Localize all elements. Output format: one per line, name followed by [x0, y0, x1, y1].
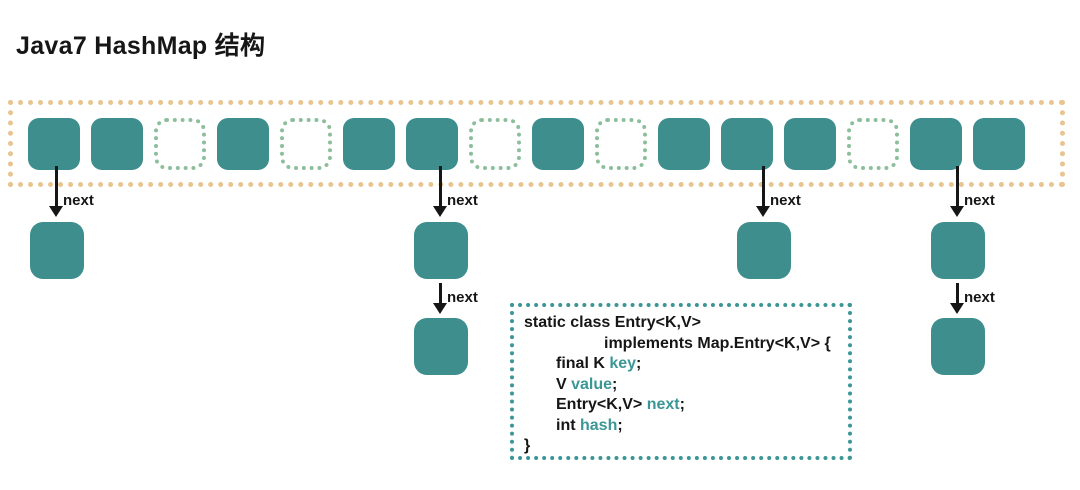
bucket-9-filled [532, 117, 584, 170]
code-line-4: V value; [524, 375, 840, 396]
bucket-15-filled [910, 117, 962, 170]
code-field-name: key [609, 355, 637, 372]
code-text: static class Entry<K,V> [524, 314, 701, 331]
code-text: implements Map.Entry<K,V> { [604, 334, 831, 352]
code-line-5: Entry<K,V> next; [524, 395, 840, 416]
bucket-14-empty [847, 117, 899, 170]
entry-node-bucket-12-level-1 [737, 222, 791, 279]
entry-node-bucket-1-level-1 [30, 222, 84, 279]
bucket-2-filled [91, 117, 143, 170]
code-text: ; [636, 355, 642, 372]
bucket-16-filled [973, 117, 1025, 170]
code-text: final K [556, 355, 610, 372]
next-label: next [447, 289, 478, 306]
bucket-5-empty [280, 117, 332, 170]
next-label: next [63, 192, 94, 209]
entry-node-bucket-7-level-2 [414, 318, 468, 375]
next-arrow-line [439, 166, 442, 207]
hashmap-bucket-array [8, 100, 1065, 187]
bucket-13-filled [784, 117, 836, 170]
next-arrow-icon [433, 206, 447, 217]
code-line-1: static class Entry<K,V> [524, 313, 840, 334]
code-text: ; [612, 375, 618, 393]
code-text: ; [679, 396, 685, 413]
entry-node-bucket-15-level-1 [931, 222, 985, 279]
next-arrow-line [956, 166, 959, 207]
next-arrow-line [956, 283, 959, 304]
bucket-8-empty [469, 117, 521, 170]
next-arrow-icon [950, 206, 964, 217]
bucket-11-filled [658, 117, 710, 170]
bucket-6-filled [343, 117, 395, 170]
bucket-7-filled [406, 117, 458, 170]
bucket-3-empty [154, 117, 206, 170]
next-arrow-icon [49, 206, 63, 217]
next-arrow-line [55, 166, 58, 207]
code-text: V [556, 375, 572, 393]
next-label: next [964, 192, 995, 209]
code-text: int [556, 416, 580, 434]
bucket-10-empty [595, 117, 647, 170]
page-title: Java7 HashMap 结构 [16, 32, 266, 60]
bucket-4-filled [217, 117, 269, 170]
code-field-name: value [571, 375, 613, 393]
code-field-name: next [646, 396, 680, 413]
code-line-7: } [524, 436, 840, 457]
code-text: } [524, 437, 531, 454]
next-arrow-icon [433, 303, 447, 314]
code-text: Entry<K,V> [556, 396, 647, 413]
next-arrow-line [762, 166, 765, 207]
code-line-6: int hash; [524, 416, 840, 437]
entry-class-code-box: static class Entry<K,V> implements Map.En… [510, 303, 852, 460]
code-field-name: hash [580, 416, 618, 434]
entry-node-bucket-15-level-2 [931, 318, 985, 375]
next-label: next [447, 192, 478, 209]
code-line-2: implements Map.Entry<K,V> { [524, 334, 840, 355]
bucket-12-filled [721, 117, 773, 170]
next-arrow-icon [950, 303, 964, 314]
next-arrow-line [439, 283, 442, 304]
code-text: ; [617, 416, 623, 434]
entry-node-bucket-7-level-1 [414, 222, 468, 279]
next-label: next [964, 289, 995, 306]
bucket-1-filled [28, 117, 80, 170]
code-line-3: final K key; [524, 354, 840, 375]
next-arrow-icon [756, 206, 770, 217]
next-label: next [770, 192, 801, 209]
